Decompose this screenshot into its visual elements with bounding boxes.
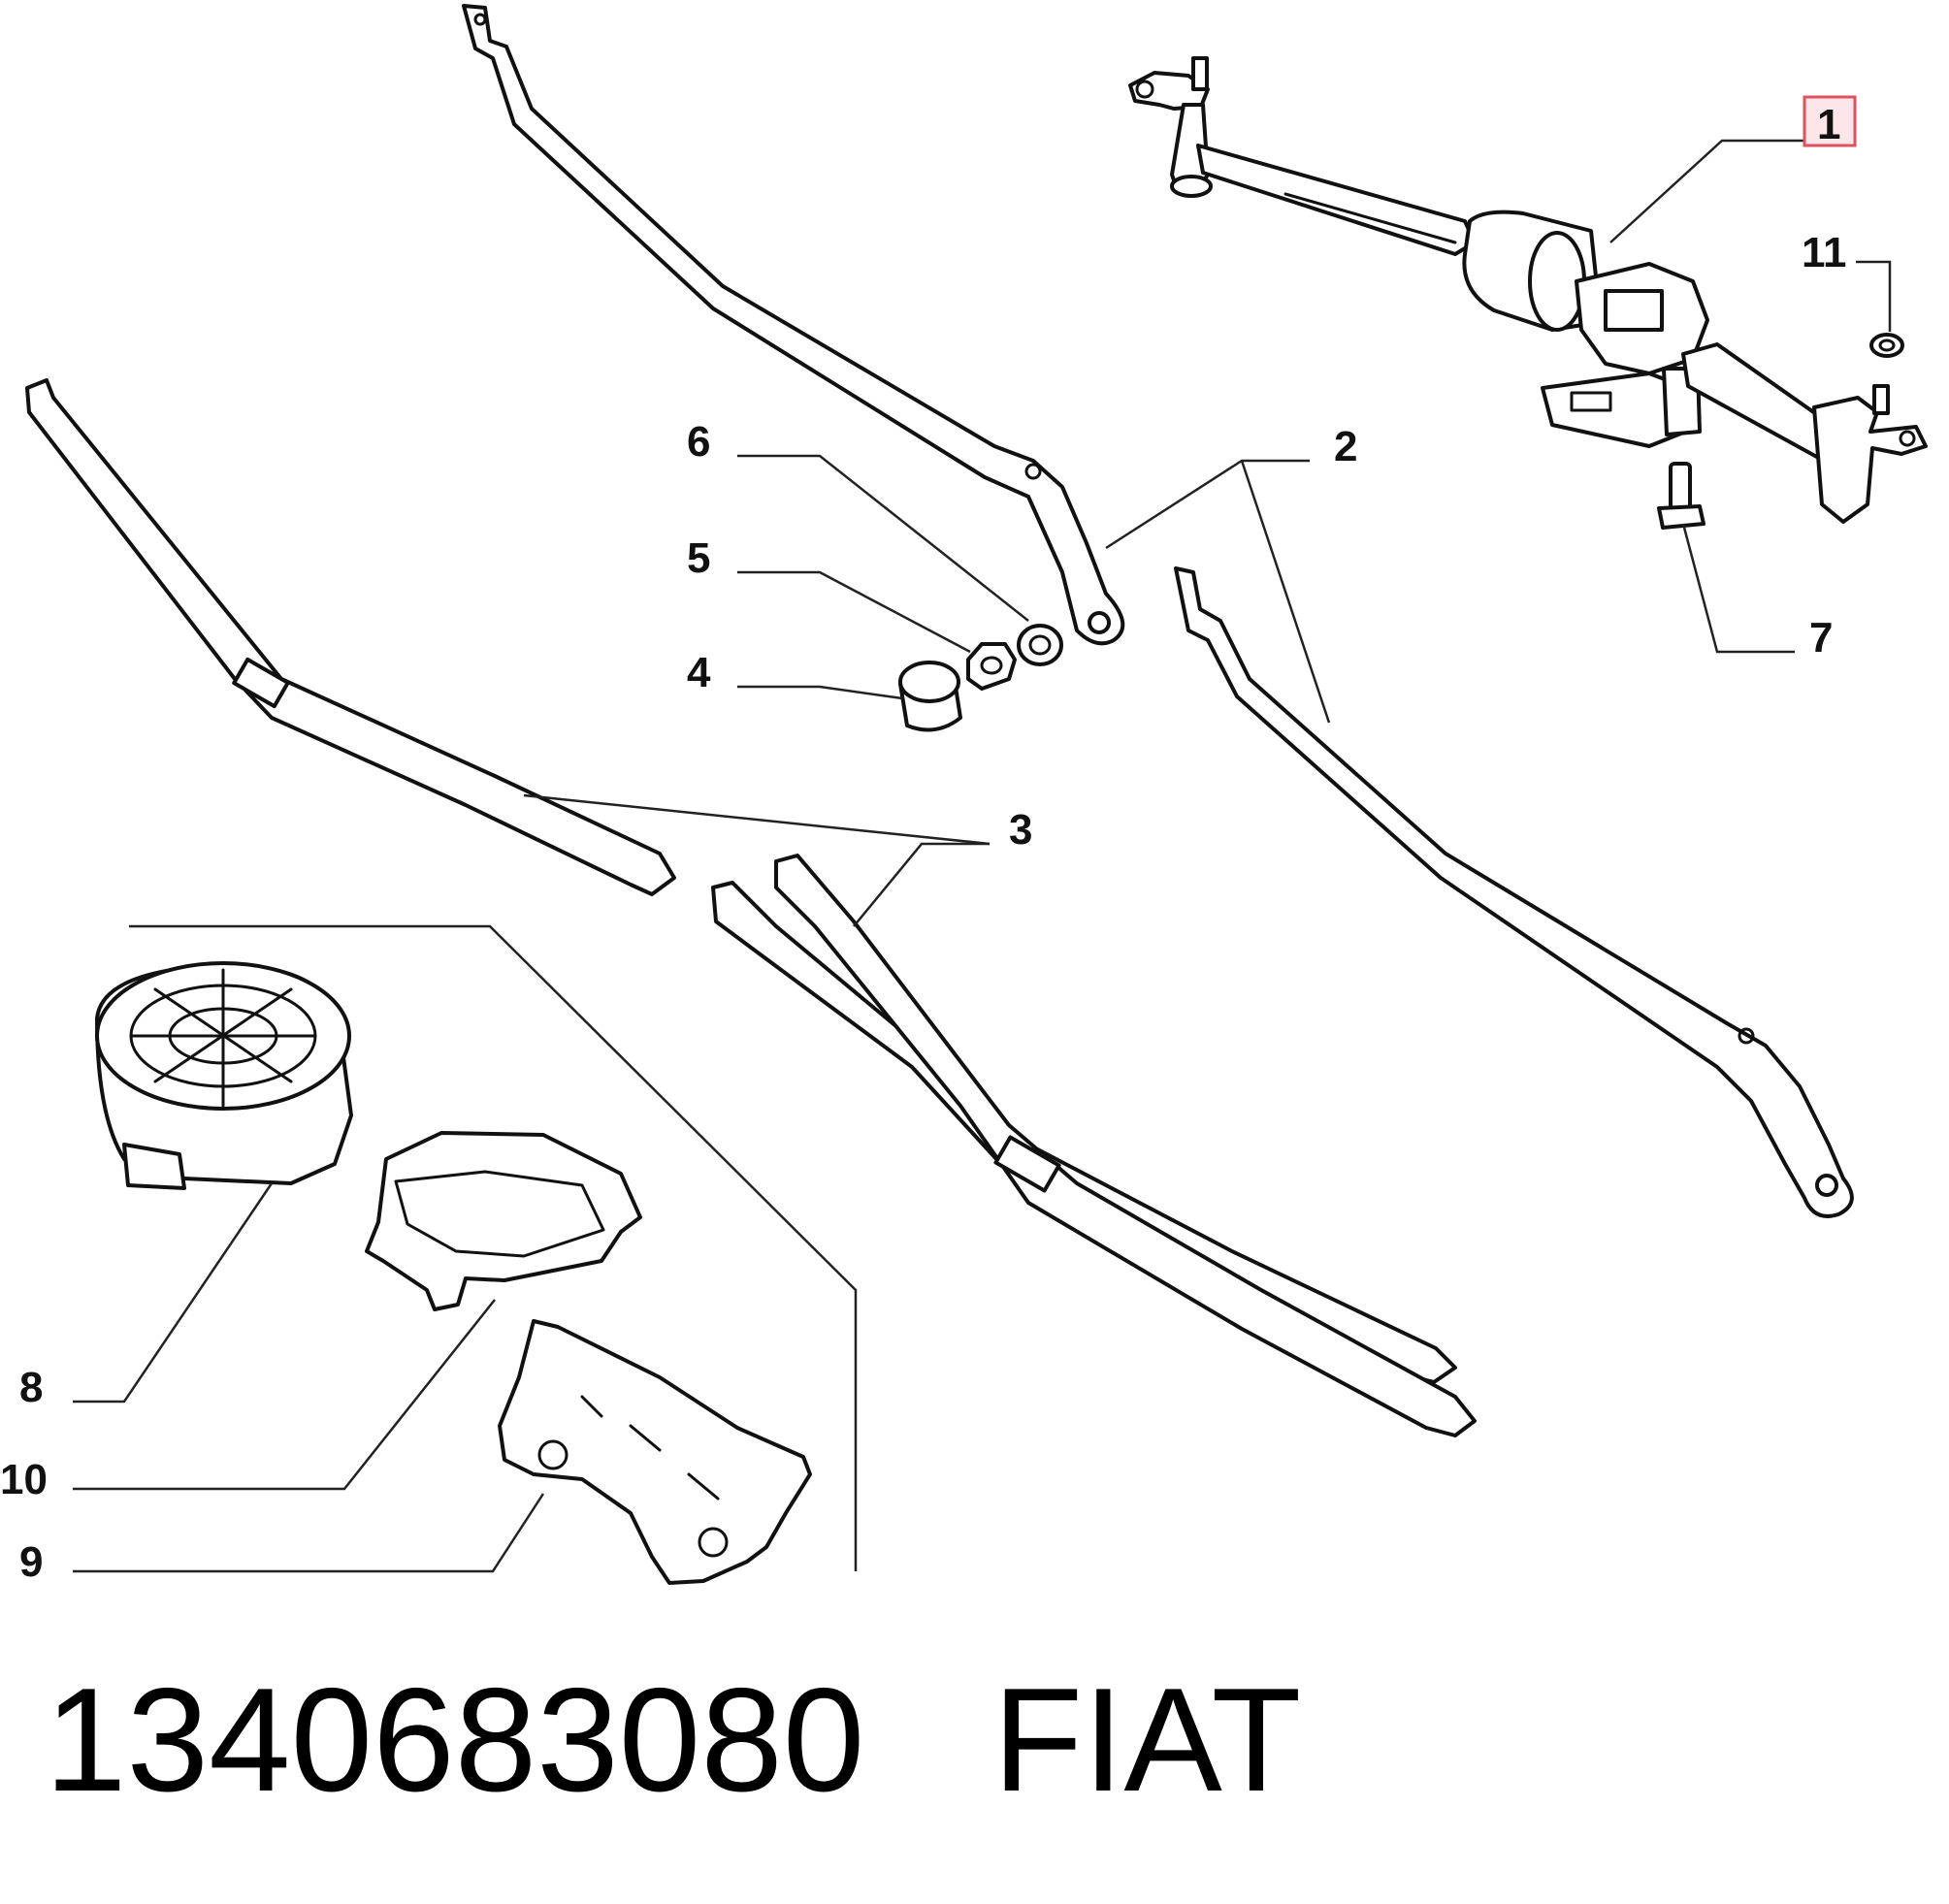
washer-part-6 [1017,624,1063,666]
callout-11: 11 [1802,229,1847,276]
wiper-blade-right [711,854,1477,1437]
round-sensor-part-8 [95,961,353,1190]
wiper-motor-linkage [1128,56,1928,524]
wiper-arm-lower [1174,566,1854,1218]
washer-part-11 [1869,333,1904,358]
nut-part-5 [966,642,1017,691]
wiper-blade-left [25,378,676,896]
callout-10: 10 [0,1456,48,1503]
cap-part-4 [898,661,962,732]
brand-name: FIAT [992,1658,1302,1823]
callout-1-highlight [1803,95,1857,147]
callout-8: 8 [19,1364,43,1411]
wiper-arm-upper [462,4,1125,646]
callout-5: 5 [687,534,710,582]
callout-7: 7 [1809,614,1833,662]
callout-3: 3 [1009,806,1032,854]
callout-9: 9 [19,1538,43,1586]
callout-1: 1 [1817,101,1840,148]
callout-4: 4 [687,649,711,696]
callout-6: 6 [687,418,710,466]
bolt-part-7 [1657,462,1705,530]
callout-2: 2 [1334,423,1357,470]
callout-labels: 1 11 2 6 5 4 7 3 8 10 9 [0,95,1857,1586]
bracket-part-9 [498,1319,812,1585]
leader-lines [73,139,1892,1573]
part-number: 1340683080 [45,1658,865,1823]
cover-part-10 [365,1131,642,1311]
